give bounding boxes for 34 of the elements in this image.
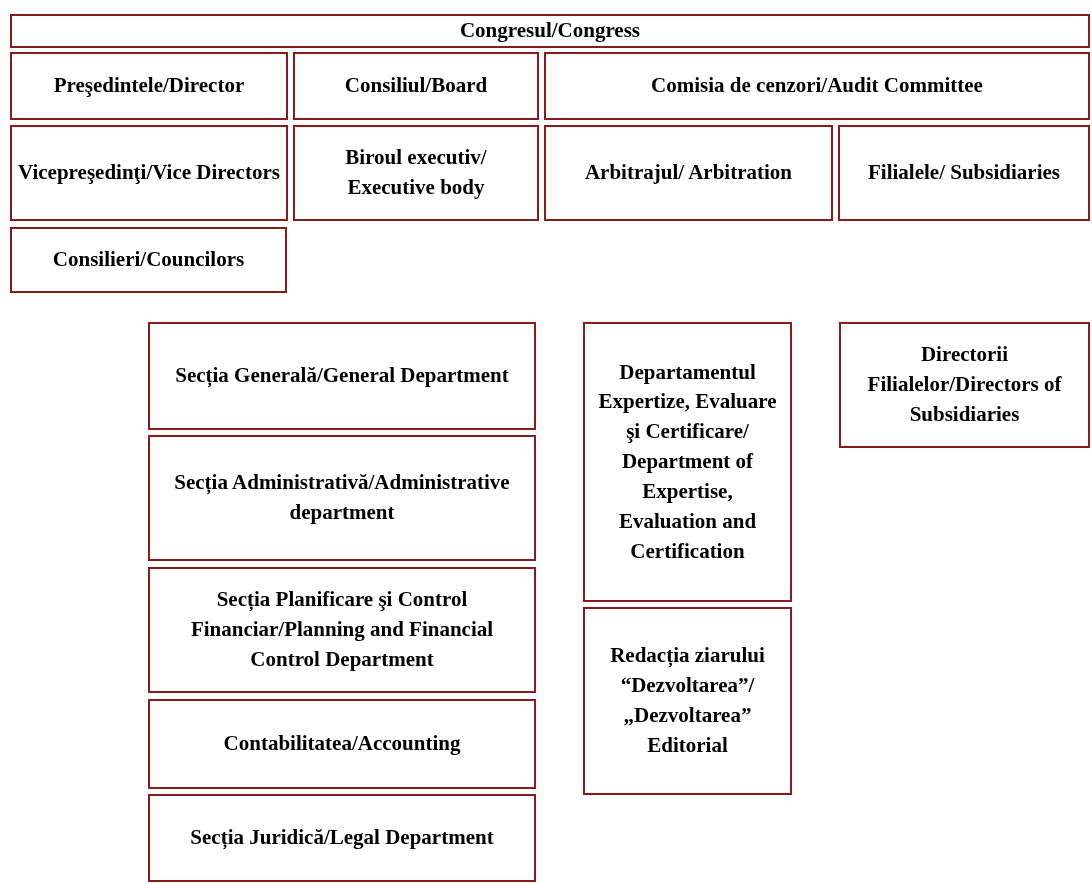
unit-name: Vicepreşedinţi/Vice Directors: [18, 159, 280, 187]
org-unit-box: [10, 52, 288, 120]
org-unit-box: [148, 435, 536, 561]
org-unit-box: [10, 125, 288, 221]
unit-name: Secția Generală/General Department: [175, 362, 509, 390]
unit-name: Filialele/ Subsidiaries: [868, 159, 1060, 187]
org-unit-box: [293, 52, 539, 120]
unit-name: Secția Administrativă/Administrative department: [173, 469, 511, 526]
org-unit-box: [10, 227, 287, 293]
org-unit-box: [148, 567, 536, 693]
org-unit-box: [583, 607, 792, 795]
unit-name: Biroul executiv/ Executive body: [344, 144, 488, 201]
unit-name: Secția Juridică/Legal Department: [190, 824, 494, 852]
org-unit-box: [148, 322, 536, 430]
unit-name: Contabilitatea/Accounting: [223, 730, 461, 758]
org-unit-box: [583, 322, 792, 602]
unit-name: Arbitrajul/ Arbitration: [584, 159, 793, 187]
org-unit-box: [148, 794, 536, 882]
unit-name: Preşedintele/Director: [53, 72, 245, 100]
unit-name: Consilieri/Councilors: [52, 246, 245, 274]
org-unit-box: [148, 699, 536, 789]
org-unit-box: [838, 125, 1090, 221]
org-unit-box: [10, 14, 1090, 48]
unit-name: Secția Planificare şi Control Financiar/Planning and Financial Control Department: [189, 586, 495, 673]
org-unit-box: [544, 52, 1090, 120]
unit-name: Congresul/Congress: [459, 17, 641, 45]
org-unit-box: [839, 322, 1090, 448]
unit-name: Departamentul Expertize, Evaluare şi Certificare/ Department of Expertise, Evaluation and Certification: [597, 358, 778, 565]
unit-name: Redacția ziarului “Dezvoltarea”/ „Dezvoltarea” Editorial: [609, 642, 766, 759]
unit-name: Directorii Filialelor/Directors of Subsidiaries: [866, 341, 1063, 428]
unit-name: Consiliul/Board: [344, 72, 488, 100]
org-unit-box: [544, 125, 833, 221]
org-unit-box: [293, 125, 539, 221]
unit-name: Comisia de cenzori/Audit Committee: [651, 72, 983, 100]
